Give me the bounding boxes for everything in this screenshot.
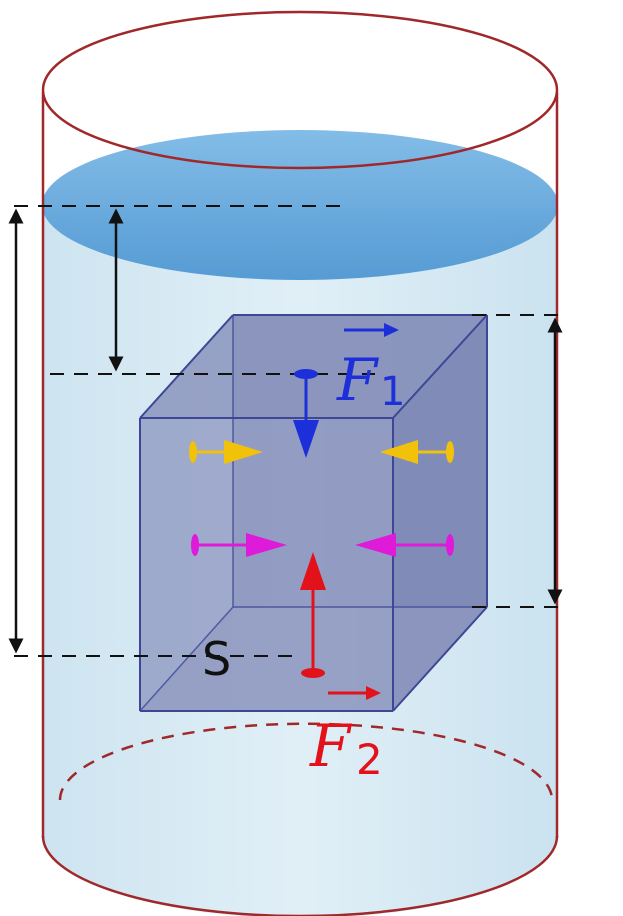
depth-reference-lines (14, 205, 560, 657)
side-force-upper-right (380, 440, 454, 464)
side-force-upper-left (189, 440, 263, 464)
side-force-lower-right (355, 533, 454, 557)
f1-force-arrow (293, 369, 319, 458)
container-bottom-back (58, 722, 554, 801)
side-force-lower-left (191, 533, 287, 557)
container-rim (41, 10, 559, 170)
f1-label-subscript: 1 (380, 369, 405, 415)
f1-label-letter: F (336, 346, 379, 414)
water-surface (42, 130, 558, 280)
f2-label-letter: F (309, 712, 352, 780)
f1-label: F 1 (336, 323, 405, 415)
f2-force-arrow (300, 552, 326, 678)
area-label-s: S (202, 632, 231, 686)
f2-label-subscript: 2 (356, 735, 383, 784)
f2-label: F 2 (309, 686, 383, 784)
cube (139, 314, 488, 712)
